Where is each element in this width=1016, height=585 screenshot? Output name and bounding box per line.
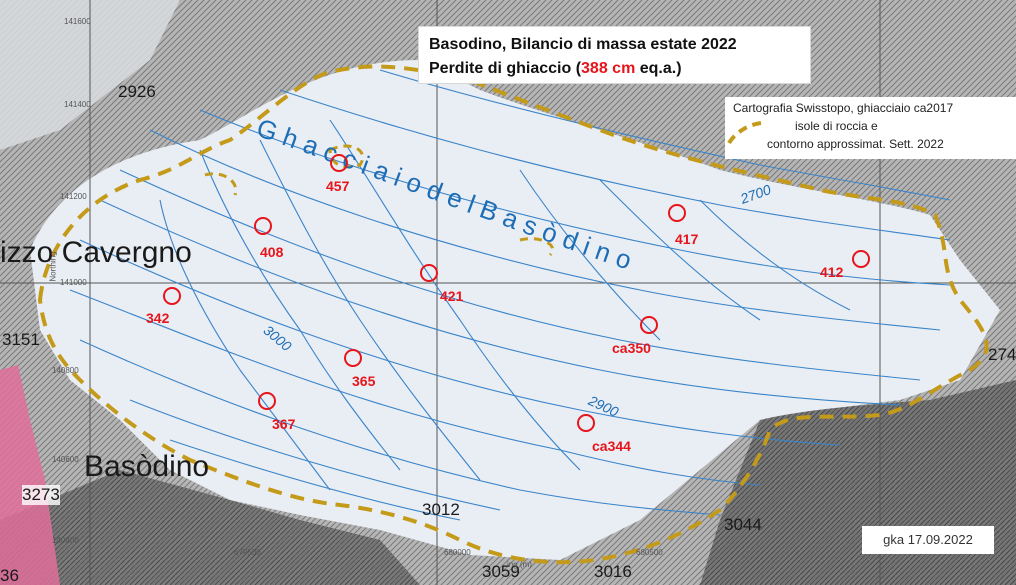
stake-367-value: 367 — [272, 416, 296, 432]
stake-457-value: 457 — [326, 178, 350, 194]
peak-3059: 3059 — [482, 562, 520, 581]
grid-680500: 680500 — [636, 548, 663, 557]
peak-3273: 3273 — [22, 485, 60, 505]
grid-141200: 141200 — [60, 192, 87, 201]
peak-3044: 3044 — [724, 515, 762, 534]
legend-box: Cartografia Swisstopo, ghiacciaio ca2017… — [725, 97, 1016, 159]
grid-680000: 680000 — [444, 548, 471, 557]
stake-367-ring-icon — [258, 392, 276, 410]
stake-421-ring-icon — [420, 264, 438, 282]
stake-344-value: ca344 — [592, 438, 631, 454]
border-strip — [0, 365, 60, 585]
credit-label: gka 17.09.2022 — [862, 526, 994, 554]
stake-342-value: 342 — [146, 310, 170, 326]
peak-3016: 3016 — [594, 562, 632, 581]
place-pizzo-cavergno: izzo Cavergno — [0, 236, 192, 269]
grid-easting: ing (m) — [507, 560, 532, 569]
title-line-2-prefix: Perdite di ghiaccio ( — [429, 60, 582, 77]
title-line-2: Perdite di ghiaccio (388 cm eq.a.) — [429, 57, 800, 81]
title-loss-value: 388 cm — [581, 60, 636, 77]
outline-legend-icon — [727, 121, 762, 145]
stake-457-ring-icon — [330, 154, 348, 172]
grid-northing: Northing — [48, 251, 58, 282]
grid-141600: 141600 — [64, 17, 91, 26]
stake-417-ring-icon — [668, 204, 686, 222]
glacier-fill — [30, 60, 1000, 560]
stake-412-value: 412 — [820, 264, 844, 280]
stake-365-value: 365 — [352, 373, 376, 389]
legend-line-3: contorno approssimat. Sett. 2022 — [767, 137, 944, 151]
title-box: Basodino, Bilancio di massa estate 2022 … — [418, 26, 811, 84]
stake-350-value: ca350 — [612, 340, 651, 356]
grid-141400: 141400 — [64, 100, 91, 109]
peak-3012: 3012 — [422, 500, 460, 519]
stake-342-ring-icon — [163, 287, 181, 305]
title-line-1: Basodino, Bilancio di massa estate 2022 — [429, 36, 737, 53]
peak-3151: 3151 — [2, 330, 40, 349]
grid-140400: 140400 — [52, 536, 79, 545]
stake-408-value: 408 — [260, 244, 284, 260]
stake-365-ring-icon — [344, 349, 362, 367]
grid-140600: 140600 — [52, 455, 79, 464]
peak-2926: 2926 — [118, 82, 156, 101]
peak-36: 36 — [0, 566, 19, 585]
stake-412-ring-icon — [852, 250, 870, 268]
stake-417-value: 417 — [675, 231, 699, 247]
glacier-outline — [37, 64, 989, 565]
legend-line-1: Cartografia Swisstopo, ghiacciaio ca2017 — [733, 101, 954, 115]
title-line-2-suffix: eq.a.) — [635, 60, 682, 77]
stake-344-ring-icon — [577, 414, 595, 432]
stake-421-value: 421 — [440, 288, 464, 304]
grid-679500: 679500 — [234, 548, 261, 557]
stake-408-ring-icon — [254, 217, 272, 235]
legend-line-2: isole di roccia e — [795, 119, 878, 133]
ice-flow-lines — [69, 69, 951, 521]
place-basodino: Basòdino — [84, 450, 210, 483]
grid-140800: 140800 — [52, 366, 79, 375]
stake-350-ring-icon — [640, 316, 658, 334]
grid-141000: 141000 — [60, 278, 87, 287]
peak-274: 274 — [988, 345, 1016, 364]
